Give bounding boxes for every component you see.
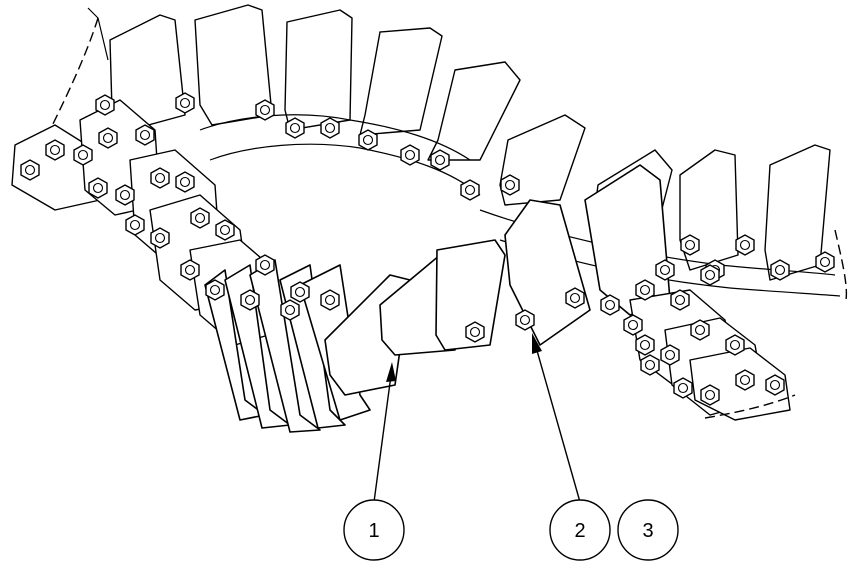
callout-3: 3 (617, 499, 679, 561)
callout-circle-3 (617, 499, 679, 561)
callout-1: 1 (343, 362, 405, 561)
leader-line-2 (533, 339, 581, 503)
front-blade-fan (204, 164, 671, 433)
callout-2: 2 (532, 333, 611, 561)
callout-label-2: 2 (574, 520, 585, 542)
callout-circle-1 (343, 499, 405, 561)
leader-line-1 (373, 367, 393, 503)
callout-circle-2 (549, 499, 611, 561)
callout-label-1: 1 (368, 520, 379, 542)
arrowhead-1 (386, 362, 396, 382)
arrowhead-2 (532, 333, 542, 354)
callout-label-3: 3 (642, 520, 653, 542)
